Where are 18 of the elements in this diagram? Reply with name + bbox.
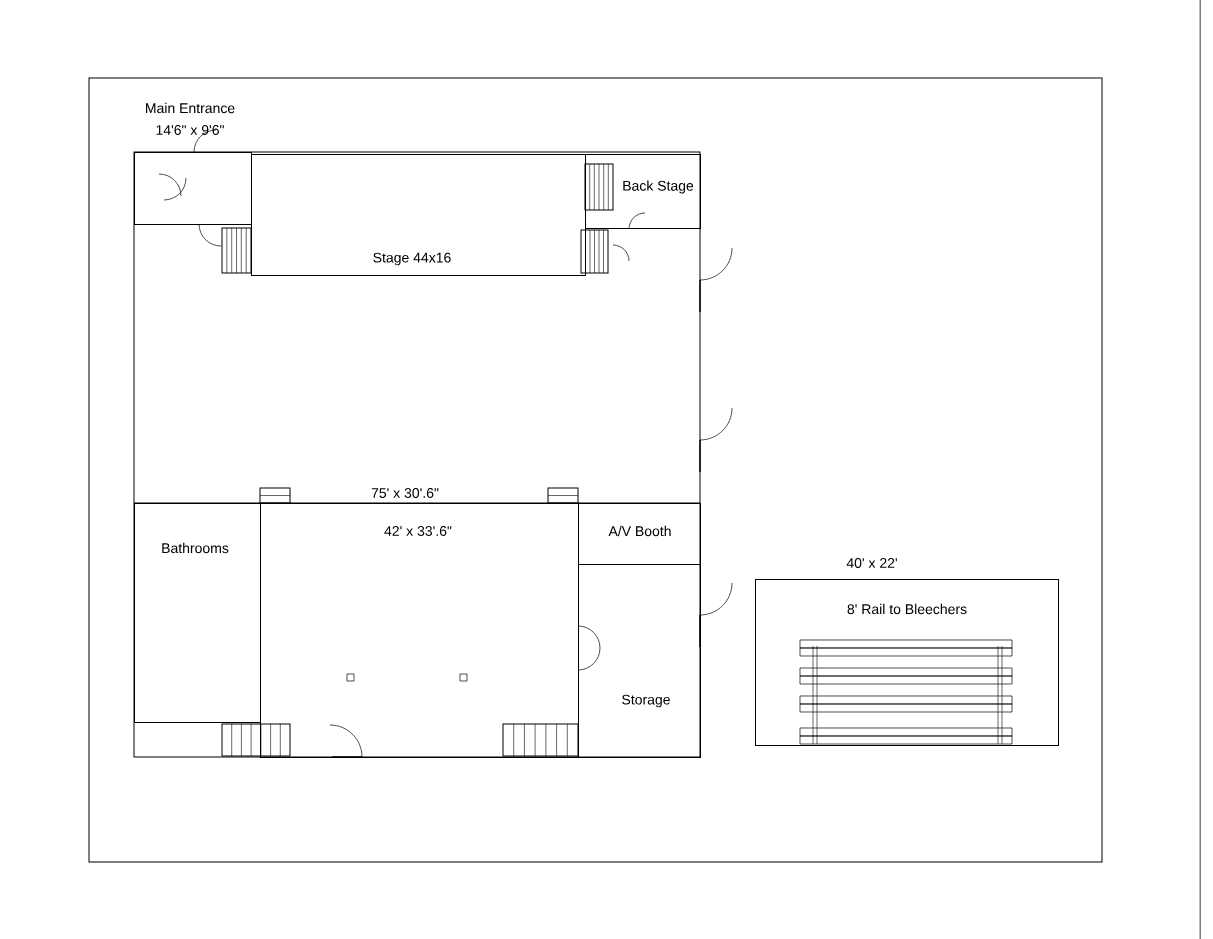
room-box (578, 564, 701, 758)
room-label: Bathrooms (162, 542, 229, 554)
room-label: 14'6" x 9'6" (156, 125, 224, 135)
room-box (260, 503, 579, 758)
room-label: Back Stage (623, 180, 694, 194)
room-box (134, 102, 252, 225)
room-label: Main Entrance (146, 102, 235, 114)
room-box (755, 558, 1059, 746)
room-box (251, 154, 586, 276)
room-label: Storage (622, 694, 670, 708)
room-label: Stage 44x16 (373, 252, 451, 266)
room-label: 40' x 22' (846, 558, 897, 568)
room-label: 8' Rail to Bleechers (847, 603, 967, 615)
room-box (585, 154, 701, 229)
room-box (134, 503, 261, 723)
room-box (578, 503, 701, 565)
room-label: A/V Booth (608, 525, 671, 537)
room-label: 42' x 33'.6" (384, 526, 452, 536)
